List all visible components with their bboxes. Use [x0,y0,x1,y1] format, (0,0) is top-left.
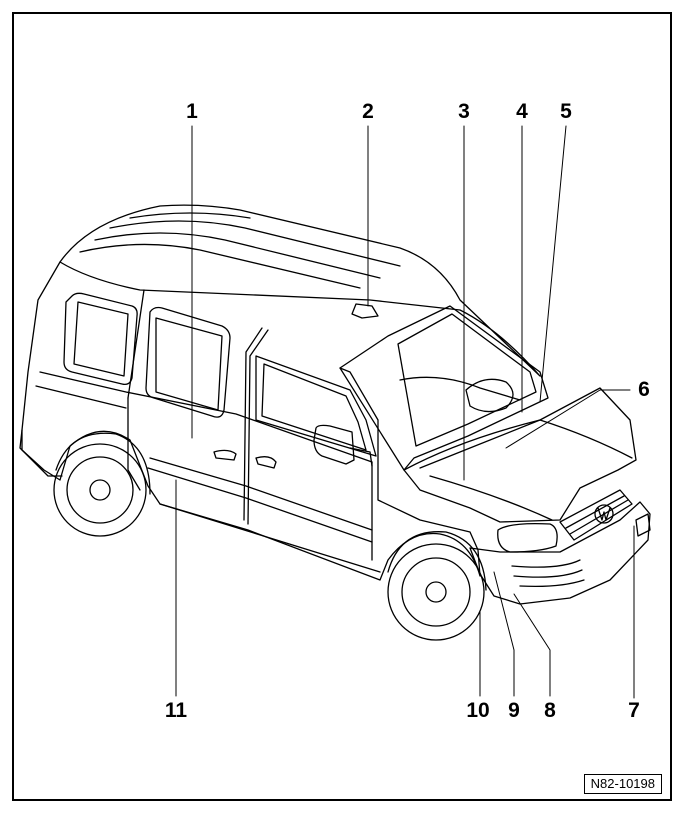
side-window [145,306,231,418]
steering-wheel [465,378,514,413]
bumper-line [511,559,581,568]
roof-line [94,232,381,279]
side-window-inner [155,317,223,411]
belt-line [39,371,373,463]
figure-frame [12,12,672,801]
rear-wheel-arch [55,432,151,495]
callout-1: 1 [186,100,198,123]
leader-line-5 [539,125,567,403]
sliding-door-line [127,397,141,491]
dashboard [399,376,521,401]
callout-7: 7 [628,699,640,722]
roof-outline [59,204,541,377]
fog-light [635,513,651,537]
headlight [497,522,558,553]
rear-bumper [19,429,63,477]
roof-line [109,220,401,267]
callout-4: 4 [516,100,528,123]
wiper [419,419,541,469]
door-seam [243,327,263,521]
grille-bar [569,499,629,535]
front-wheel [387,543,485,641]
callout-9: 9 [508,699,520,722]
roof-antenna [351,303,379,319]
callout-10: 10 [466,699,490,722]
leader-line-6 [505,389,631,449]
vw-emblem-mark [597,507,611,521]
callout-5: 5 [560,100,572,123]
side-crease [149,457,373,531]
callout-2: 2 [362,100,374,123]
leader-line-9 [493,571,515,697]
leader-line-8 [513,593,551,697]
door-seam [247,329,269,525]
sill-line [159,503,381,573]
hood-crease [539,419,633,459]
figure-reference: N82-10198 [583,774,662,794]
door-handle [255,456,277,469]
hood-crease [429,475,553,521]
rear-wheel [53,443,147,537]
front-wheel-hub [425,581,447,603]
front-door-window-inner [261,363,367,451]
rear-window-inner [73,301,129,377]
callout-3: 3 [458,100,470,123]
callout-11: 11 [164,699,188,722]
front-wheel-rim [401,557,471,627]
sliding-door-line [127,289,145,399]
bumper-line [513,569,583,578]
door-handle [213,449,237,461]
grille [559,489,633,541]
mirror-arm [349,447,373,467]
belt-line [35,385,127,409]
side-crease [147,467,373,543]
bumper-line [519,579,585,588]
callout-8: 8 [544,699,556,722]
roof-line [79,243,361,289]
front-door-window [255,355,377,457]
rear-wheel-rim [66,456,134,524]
roof-line [129,212,251,219]
rear-window [63,292,138,386]
callout-6: 6 [638,378,650,401]
hood [403,387,637,523]
windshield [339,305,549,471]
front-wheel-arch [387,531,487,591]
vw-emblem [594,504,614,524]
front-bumper [469,501,651,605]
mirror [313,424,355,465]
windshield-inner [397,313,537,447]
rear-wheel-hub [89,479,111,501]
